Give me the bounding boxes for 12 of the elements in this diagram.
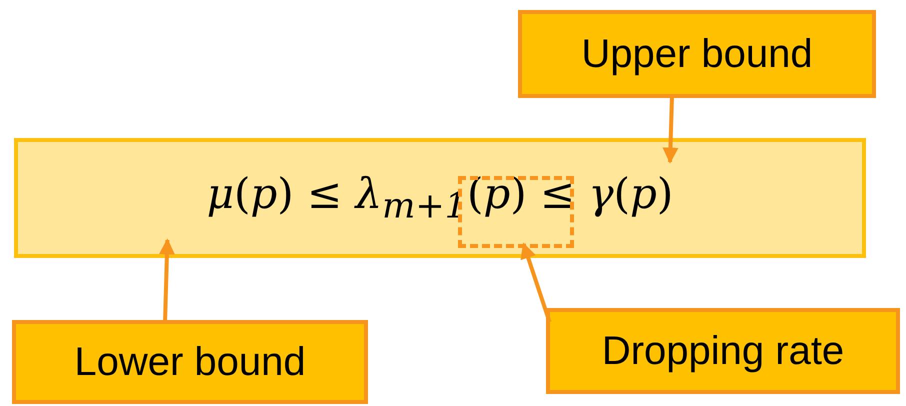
callout-label: Dropping rate xyxy=(602,328,844,374)
callout-box xyxy=(546,308,900,394)
callout-box xyxy=(518,10,876,98)
callout-box xyxy=(12,320,368,404)
leader-line xyxy=(158,238,175,320)
callout-label: Upper bound xyxy=(581,32,813,76)
formula-box xyxy=(14,138,866,258)
dashed-highlight-box xyxy=(458,176,574,248)
formula-text: μ(p) ≤ λ$_{m+1}$(p) ≤ γ(p) xyxy=(206,169,674,227)
leader-line xyxy=(662,98,678,164)
callout-label: Lower bound xyxy=(74,340,306,384)
leader-line xyxy=(520,242,552,323)
